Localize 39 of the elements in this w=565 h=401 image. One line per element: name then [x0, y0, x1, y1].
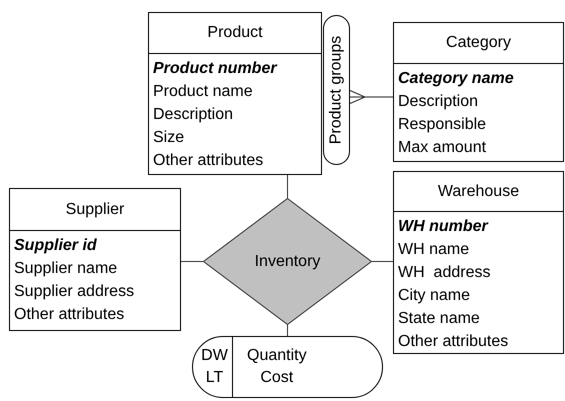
attribute: Size — [153, 128, 184, 148]
attribute: Description — [153, 105, 234, 125]
entity-name: Supplier — [66, 200, 124, 220]
connector-line — [287, 174, 288, 198]
attribute: Other attributes — [153, 151, 264, 171]
entity-box — [148, 12, 322, 175]
entity-box — [9, 188, 181, 331]
attribute: Cost — [260, 368, 294, 388]
attribute: Supplier address — [14, 282, 134, 302]
attribute-code: DW — [201, 346, 228, 366]
crowfoot-connector — [350, 90, 394, 104]
attribute: Other attributes — [398, 332, 508, 352]
attribute: Description — [398, 92, 478, 112]
relationship-name: Product groups — [326, 36, 346, 144]
attribute: Supplier name — [14, 259, 118, 279]
key-attribute: Product number — [153, 59, 277, 79]
connector-line — [180, 261, 204, 262]
attribute: WH address — [398, 263, 490, 283]
attribute: Max amount — [398, 138, 486, 158]
connector-line — [372, 261, 394, 262]
attribute: City name — [398, 286, 470, 306]
entity-name: Category — [446, 33, 511, 53]
attribute: Other attributes — [14, 305, 124, 325]
attribute: WH name — [398, 240, 470, 260]
attribute-code: LT — [206, 368, 224, 388]
entity-box — [393, 171, 564, 354]
attribute: Quantity — [247, 346, 307, 366]
attribute: Responsible — [398, 115, 486, 135]
key-attribute: Supplier id — [14, 236, 97, 256]
entity-name: Warehouse — [438, 182, 520, 202]
relationship-name: Inventory — [254, 252, 320, 272]
attribute: Product name — [153, 82, 253, 102]
entity-box — [393, 22, 564, 162]
key-attribute: WH number — [398, 217, 488, 237]
key-attribute: Category name — [398, 69, 514, 89]
connector-line — [287, 324, 288, 336]
attribute: State name — [398, 309, 480, 329]
relationship-pill — [323, 15, 350, 165]
entity-name: Product — [207, 23, 263, 43]
